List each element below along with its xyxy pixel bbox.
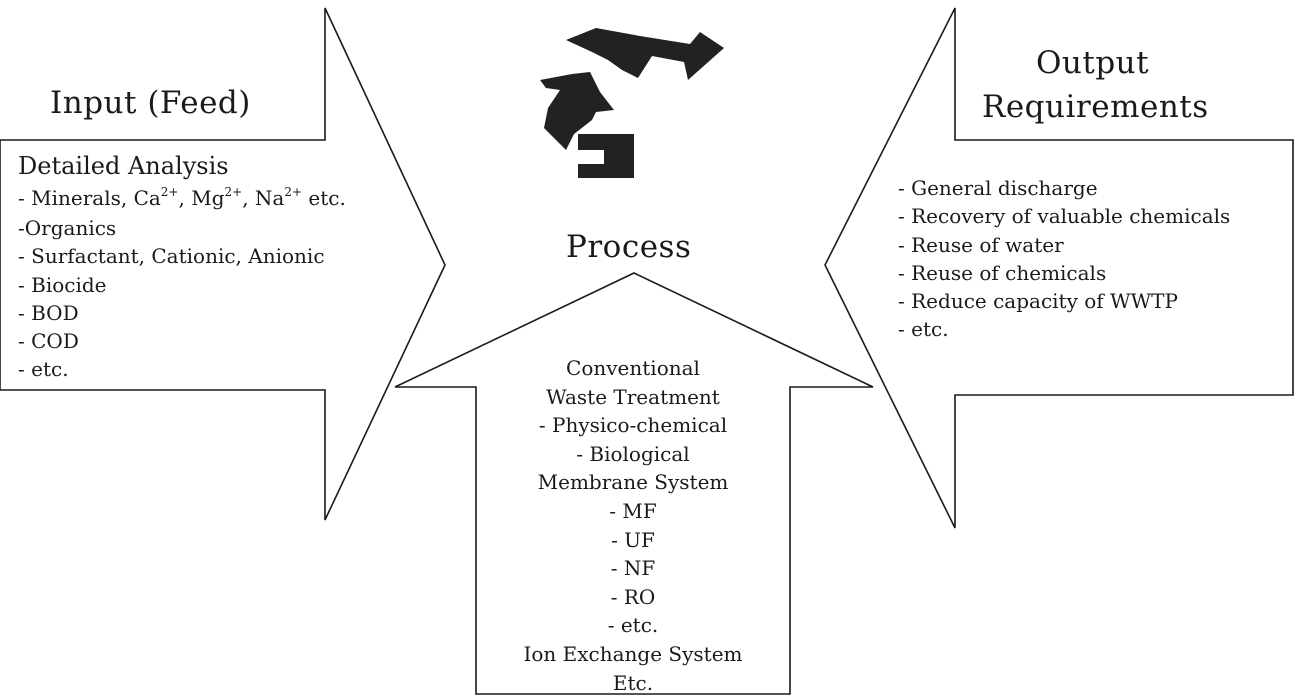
input-title: Input (Feed) xyxy=(50,85,251,121)
input-item: -Organics xyxy=(18,216,117,240)
output-arrow xyxy=(824,7,1294,529)
process-item: - MF xyxy=(609,498,657,523)
output-item: - General discharge xyxy=(898,176,1098,200)
mg-charge: 2+ xyxy=(224,185,243,199)
process-title: Process xyxy=(566,229,692,265)
process-item: Membrane System xyxy=(537,470,729,495)
process-item: Etc. xyxy=(612,670,654,695)
input-item: - Surfactant, Cationic, Anionic xyxy=(18,244,325,269)
process-item: Conventional xyxy=(566,356,700,380)
process-list: Conventional Waste Treatment - Physico-c… xyxy=(476,356,790,699)
process-item: - etc. xyxy=(607,613,659,638)
output-item: - Reuse of chemicals xyxy=(898,260,1107,285)
process-item: Ion Exchange System xyxy=(523,641,743,666)
input-item: - Biocide xyxy=(18,272,107,297)
process-arrow xyxy=(394,272,874,695)
minerals-prefix: - Minerals, Ca xyxy=(18,186,161,210)
input-subtitle: Detailed Analysis xyxy=(18,152,229,180)
input-minerals-line: - Minerals, Ca2+, Mg2+, Na2+ etc. xyxy=(18,185,346,210)
output-item: - Reuse of water xyxy=(898,232,1064,257)
output-list: - General discharge - Recovery of valuab… xyxy=(898,176,1230,346)
minerals-sep1: , Mg xyxy=(178,186,225,210)
process-item: - RO xyxy=(610,584,656,609)
output-title-line2: Requirements xyxy=(982,89,1209,125)
input-item: - etc. xyxy=(18,357,69,382)
process-item: - NF xyxy=(610,556,656,581)
ca-charge: 2+ xyxy=(160,185,179,199)
output-item: - etc. xyxy=(898,317,949,342)
output-item: - Recovery of valuable chemicals xyxy=(898,204,1231,229)
process-item: - Physico-chemical xyxy=(538,413,728,438)
process-item: Waste Treatment xyxy=(546,384,720,409)
na-charge: 2+ xyxy=(284,185,303,199)
minerals-sep2: , Na xyxy=(242,186,285,210)
input-item: - BOD xyxy=(18,300,79,325)
output-item: - Reduce capacity of WWTP xyxy=(898,289,1178,314)
process-item: - Biological xyxy=(576,441,690,466)
minerals-suffix: etc. xyxy=(302,186,346,210)
output-title-line1: Output xyxy=(1036,45,1150,81)
input-list: -Organics - Surfactant, Cationic, Anioni… xyxy=(18,216,325,386)
input-item: - COD xyxy=(18,329,79,354)
recycle-arrows-icon xyxy=(540,28,724,178)
process-item: - UF xyxy=(611,527,655,552)
input-arrow xyxy=(0,7,446,521)
